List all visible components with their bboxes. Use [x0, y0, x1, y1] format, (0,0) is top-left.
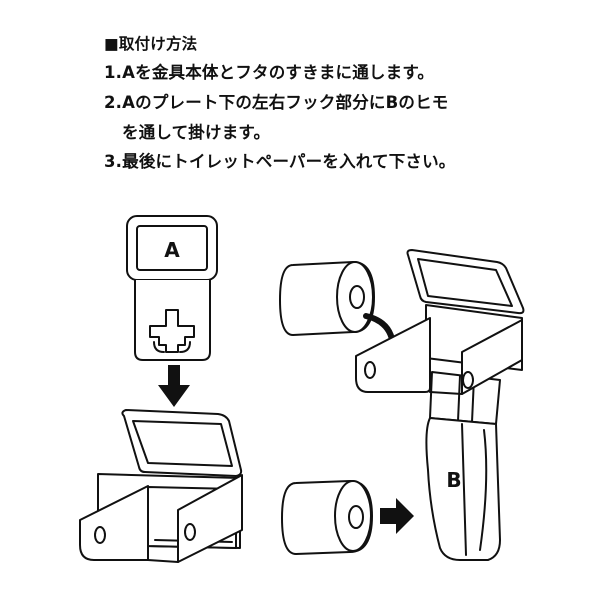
- step-2: 2.Aのプレート下の左右フック部分にBのヒモ: [104, 93, 449, 112]
- label-a: A: [164, 238, 180, 262]
- label-b: B: [446, 468, 461, 492]
- part-a-plate: [126, 215, 218, 361]
- step-1: 1.Aを金具本体とフタのすきまに通します。: [104, 63, 435, 82]
- right-arrow-icon: [380, 498, 414, 534]
- toilet-roll-bottom: [281, 480, 373, 555]
- down-arrow-icon: [158, 365, 190, 407]
- holder-bracket-left: [79, 409, 243, 563]
- instructions-heading: ■取付け方法: [104, 35, 198, 53]
- step-3: 3.最後にトイレットペーパーを入れて下さい。: [104, 152, 456, 171]
- step-2-continued: を通して掛けます。: [122, 123, 271, 142]
- holder-bracket-right: [355, 249, 525, 561]
- toilet-roll-top: [279, 261, 375, 336]
